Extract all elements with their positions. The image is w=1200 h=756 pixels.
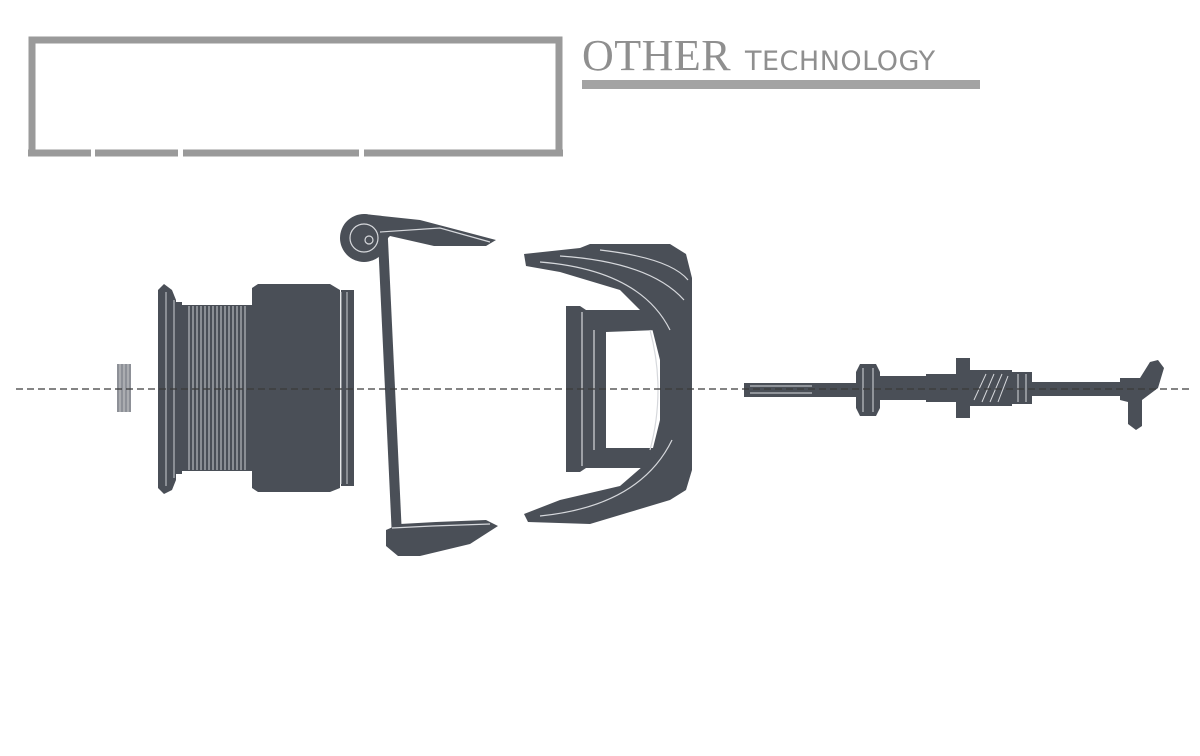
rotor-details xyxy=(539,249,689,517)
bail-part xyxy=(340,214,498,556)
main-shaft-details xyxy=(750,368,1027,412)
main-shaft-part xyxy=(744,358,1164,430)
heading-sub-word: TECHNOLOGY xyxy=(745,46,936,77)
washer-part xyxy=(117,364,131,412)
heading-underline xyxy=(582,80,980,89)
bail-details xyxy=(349,223,491,529)
empty-frame-box xyxy=(28,36,563,157)
rotor-part xyxy=(524,244,692,524)
heading-main-word: OTHER xyxy=(582,31,732,80)
section-heading: OTHER TECHNOLOGY xyxy=(582,34,982,92)
spool-grooves xyxy=(165,292,348,486)
